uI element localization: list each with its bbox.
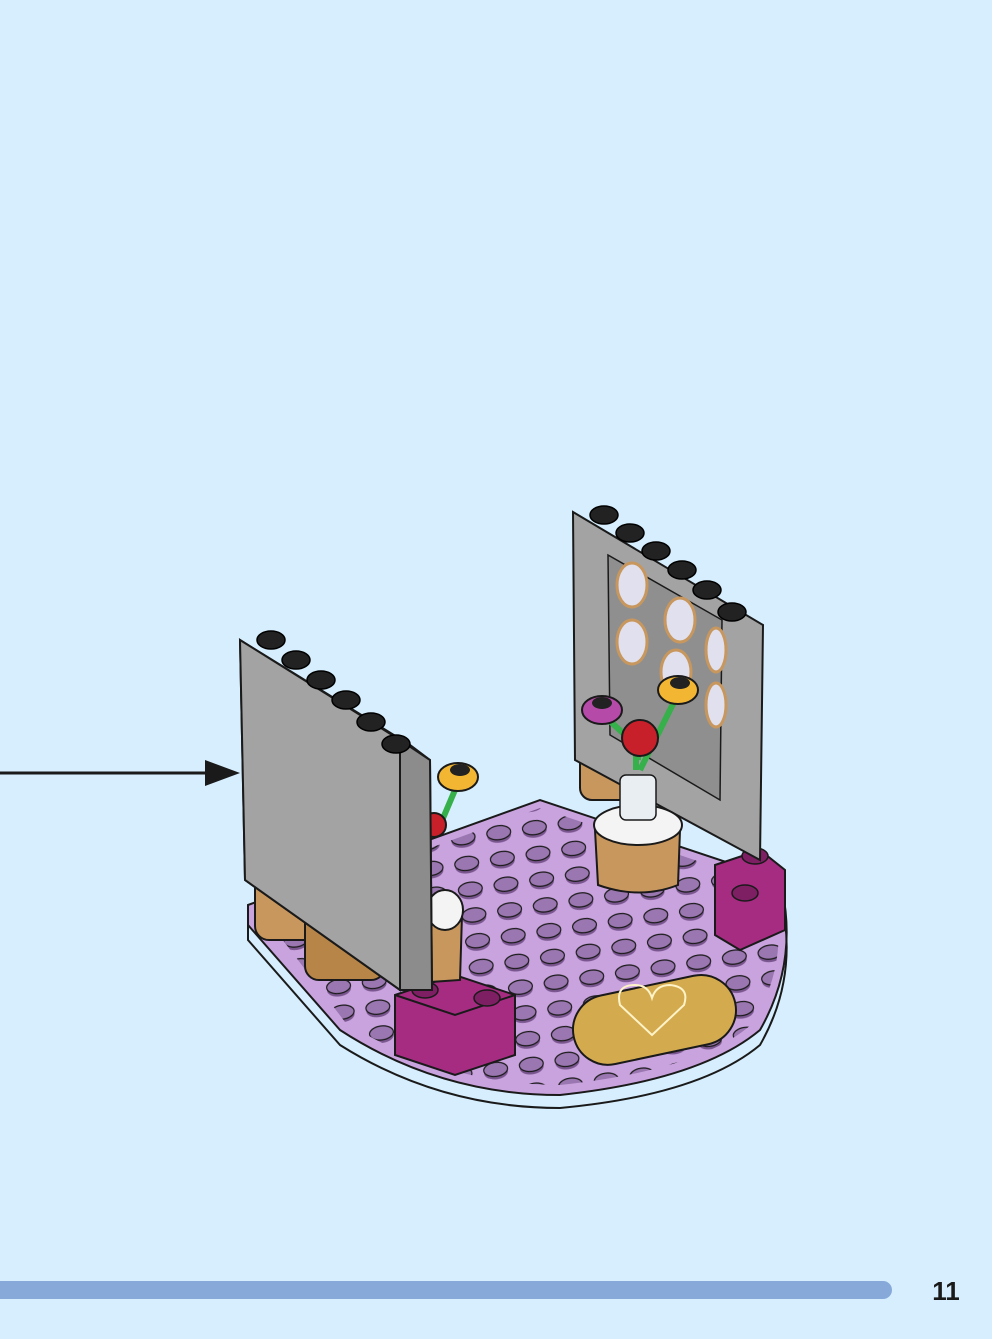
heart-icon xyxy=(618,983,687,1037)
magenta-brick-left xyxy=(394,973,516,1077)
wall-front-studs xyxy=(256,630,411,754)
arrow-right-icon xyxy=(0,760,240,786)
gray-wall-panel xyxy=(238,630,434,992)
progress-bar-fill xyxy=(0,1281,892,1299)
magenta-brick-right xyxy=(714,847,786,952)
flower-pot-right xyxy=(581,675,699,894)
gold-heart-tile xyxy=(572,974,737,1066)
progress-bar xyxy=(0,1281,892,1299)
page-number: 11 xyxy=(932,1276,960,1306)
wall-back-studs xyxy=(589,505,747,622)
